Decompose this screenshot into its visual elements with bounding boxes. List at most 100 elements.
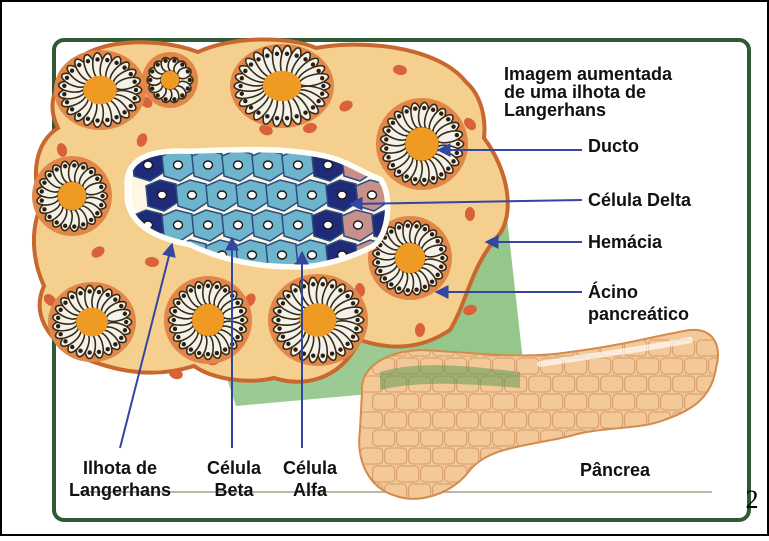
acinar-nucleus <box>63 224 67 228</box>
acinar-nucleus <box>63 339 67 343</box>
acinar-nucleus <box>58 332 62 336</box>
islet-cell-nucleus <box>294 161 303 169</box>
acinar-nucleus <box>78 291 82 295</box>
acinar-nucleus <box>455 133 459 137</box>
islet-cell-nucleus <box>218 191 227 199</box>
label-ducto: Ducto <box>588 136 639 156</box>
islet-cell-nucleus <box>324 221 333 229</box>
islet-cell-nucleus <box>188 191 197 199</box>
islet-cell-nucleus <box>264 221 273 229</box>
acinar-nucleus <box>316 99 320 103</box>
acinar-nucleus <box>55 220 59 224</box>
acinar-nucleus <box>223 347 227 351</box>
islet-cell-nucleus <box>308 251 317 259</box>
acinar-nucleus <box>275 116 279 120</box>
acinar-nucleus <box>293 347 297 351</box>
acinar-nucleus <box>42 181 46 185</box>
acinar-nucleus <box>446 117 450 121</box>
acinar-nucleus <box>176 301 180 305</box>
label-beta-1: Célula <box>207 458 262 478</box>
acinar-nucleus <box>391 121 395 125</box>
acinar-nucleus <box>65 76 69 80</box>
acinar-nucleus <box>223 288 227 292</box>
acinar-nucleus <box>235 335 239 339</box>
acinar-nucleus <box>124 320 128 324</box>
acinar-nucleus <box>172 58 176 62</box>
islet-cell-nucleus <box>204 161 213 169</box>
acinar-nucleus <box>285 52 289 56</box>
acinar-nucleus <box>97 350 101 354</box>
acinar-nucleus <box>354 309 358 313</box>
acinar-nucleus <box>413 177 417 181</box>
acinar-nucleus <box>281 301 285 305</box>
acinar-nucleus <box>132 80 136 84</box>
acinar-nucleus <box>338 288 342 292</box>
acinus <box>376 98 468 190</box>
acinar-nucleus <box>56 324 60 328</box>
acinar-nucleus <box>256 57 260 61</box>
acinar-nucleus <box>70 107 74 111</box>
acinar-nucleus <box>114 115 118 119</box>
acinar-nucleus <box>240 76 244 80</box>
acinar-nucleus <box>238 84 242 88</box>
acinar-nucleus <box>106 347 110 351</box>
acinar-nucleus <box>397 225 401 229</box>
acinar-nucleus <box>423 285 427 289</box>
acinar-nucleus <box>95 57 99 61</box>
acinar-nucleus <box>63 164 67 168</box>
acinar-nucleus <box>338 347 342 351</box>
acinar-nucleus <box>455 151 459 155</box>
acinus <box>54 50 146 130</box>
acinar-nucleus <box>97 290 101 294</box>
acinar-nucleus <box>277 326 281 330</box>
acinar-nucleus <box>148 78 152 82</box>
acinar-nucleus <box>119 304 123 308</box>
acinar-nucleus <box>155 62 159 66</box>
acinus-lumen <box>300 303 337 337</box>
acinar-nucleus <box>47 173 51 177</box>
acinar-nucleus <box>114 61 118 65</box>
acinar-nucleus <box>182 294 186 298</box>
acinar-nucleus <box>294 54 298 58</box>
acinar-nucleus <box>456 142 460 146</box>
acinar-nucleus <box>63 300 67 304</box>
islet-cell-nucleus <box>264 161 273 169</box>
label-acino-2: pancreático <box>588 304 689 324</box>
acinar-nucleus <box>354 326 358 330</box>
acinar-nucleus <box>384 146 388 150</box>
islet-cell-nucleus <box>158 191 167 199</box>
acinar-nucleus <box>215 285 219 289</box>
acinar-nucleus <box>215 351 219 355</box>
acinar-nucleus <box>275 52 279 56</box>
acinar-nucleus <box>70 295 74 299</box>
acinar-nucleus <box>243 99 247 103</box>
islet-cell-nucleus <box>174 161 183 169</box>
acinar-nucleus <box>431 176 435 180</box>
acinar-nucleus <box>286 342 290 346</box>
acinar-nucleus <box>182 342 186 346</box>
acinar-nucleus <box>406 223 410 227</box>
acinar-nucleus <box>197 285 201 289</box>
acinar-nucleus <box>89 218 93 222</box>
acinar-nucleus <box>439 265 443 269</box>
acinar-nucleus <box>431 108 435 112</box>
acinar-nucleus <box>197 351 201 355</box>
acinar-nucleus <box>150 69 154 73</box>
acinar-nucleus <box>134 88 138 92</box>
islet-cell-nucleus <box>278 191 287 199</box>
acinar-nucleus <box>189 288 193 292</box>
acinar-nucleus <box>386 155 390 159</box>
acinar-nucleus <box>243 69 247 73</box>
acinus <box>142 52 198 108</box>
islet-cell-nucleus <box>324 161 333 169</box>
acinar-nucleus <box>330 284 334 288</box>
acinar-nucleus <box>95 177 99 181</box>
islet-cell-nucleus <box>234 221 243 229</box>
acinar-nucleus <box>311 62 315 66</box>
acinar-nucleus <box>188 78 192 82</box>
islet-cell-nucleus <box>354 221 363 229</box>
acinar-nucleus <box>285 116 289 120</box>
label-celula-delta: Célula Delta <box>588 190 692 210</box>
acinar-nucleus <box>42 207 46 211</box>
